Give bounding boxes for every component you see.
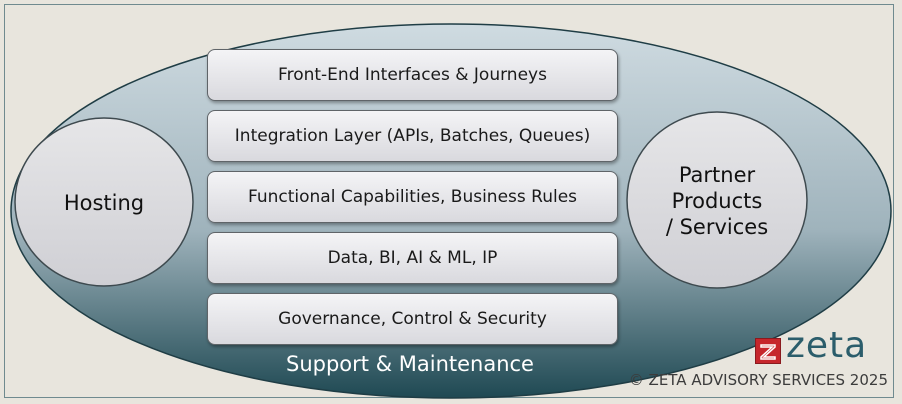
hosting-text: Hosting	[63, 190, 145, 215]
partner-circle	[626, 111, 808, 289]
partner-line-2: Products	[671, 188, 763, 213]
layer-integration: Integration Layer (APIs, Batches, Queues…	[207, 110, 618, 162]
layer-label: Integration Layer (APIs, Batches, Queues…	[234, 126, 591, 146]
layer-label: Governance, Control & Security	[278, 309, 547, 329]
zeta-logo-text: zeta	[786, 325, 868, 366]
partner-line-1: Partner	[678, 162, 756, 187]
support-maintenance-label: Support & Maintenance	[286, 352, 534, 376]
zeta-logo-icon	[755, 338, 781, 364]
layer-functional: Functional Capabilities, Business Rules	[207, 171, 618, 223]
layer-governance: Governance, Control & Security	[207, 293, 618, 345]
copyright-text: © ZETA ADVISORY SERVICES 2025	[628, 371, 888, 389]
layer-front-end: Front-End Interfaces & Journeys	[207, 49, 618, 101]
partner-line-3: / Services	[665, 214, 769, 239]
partner-label: Partner Products / Services	[627, 113, 807, 288]
layer-label: Functional Capabilities, Business Rules	[247, 187, 578, 207]
hosting-label: Hosting	[15, 120, 193, 285]
layer-label: Data, BI, AI & ML, IP	[327, 248, 498, 268]
hosting-circle	[14, 117, 194, 287]
layer-label: Front-End Interfaces & Journeys	[278, 65, 547, 85]
layer-data: Data, BI, AI & ML, IP	[207, 232, 618, 284]
